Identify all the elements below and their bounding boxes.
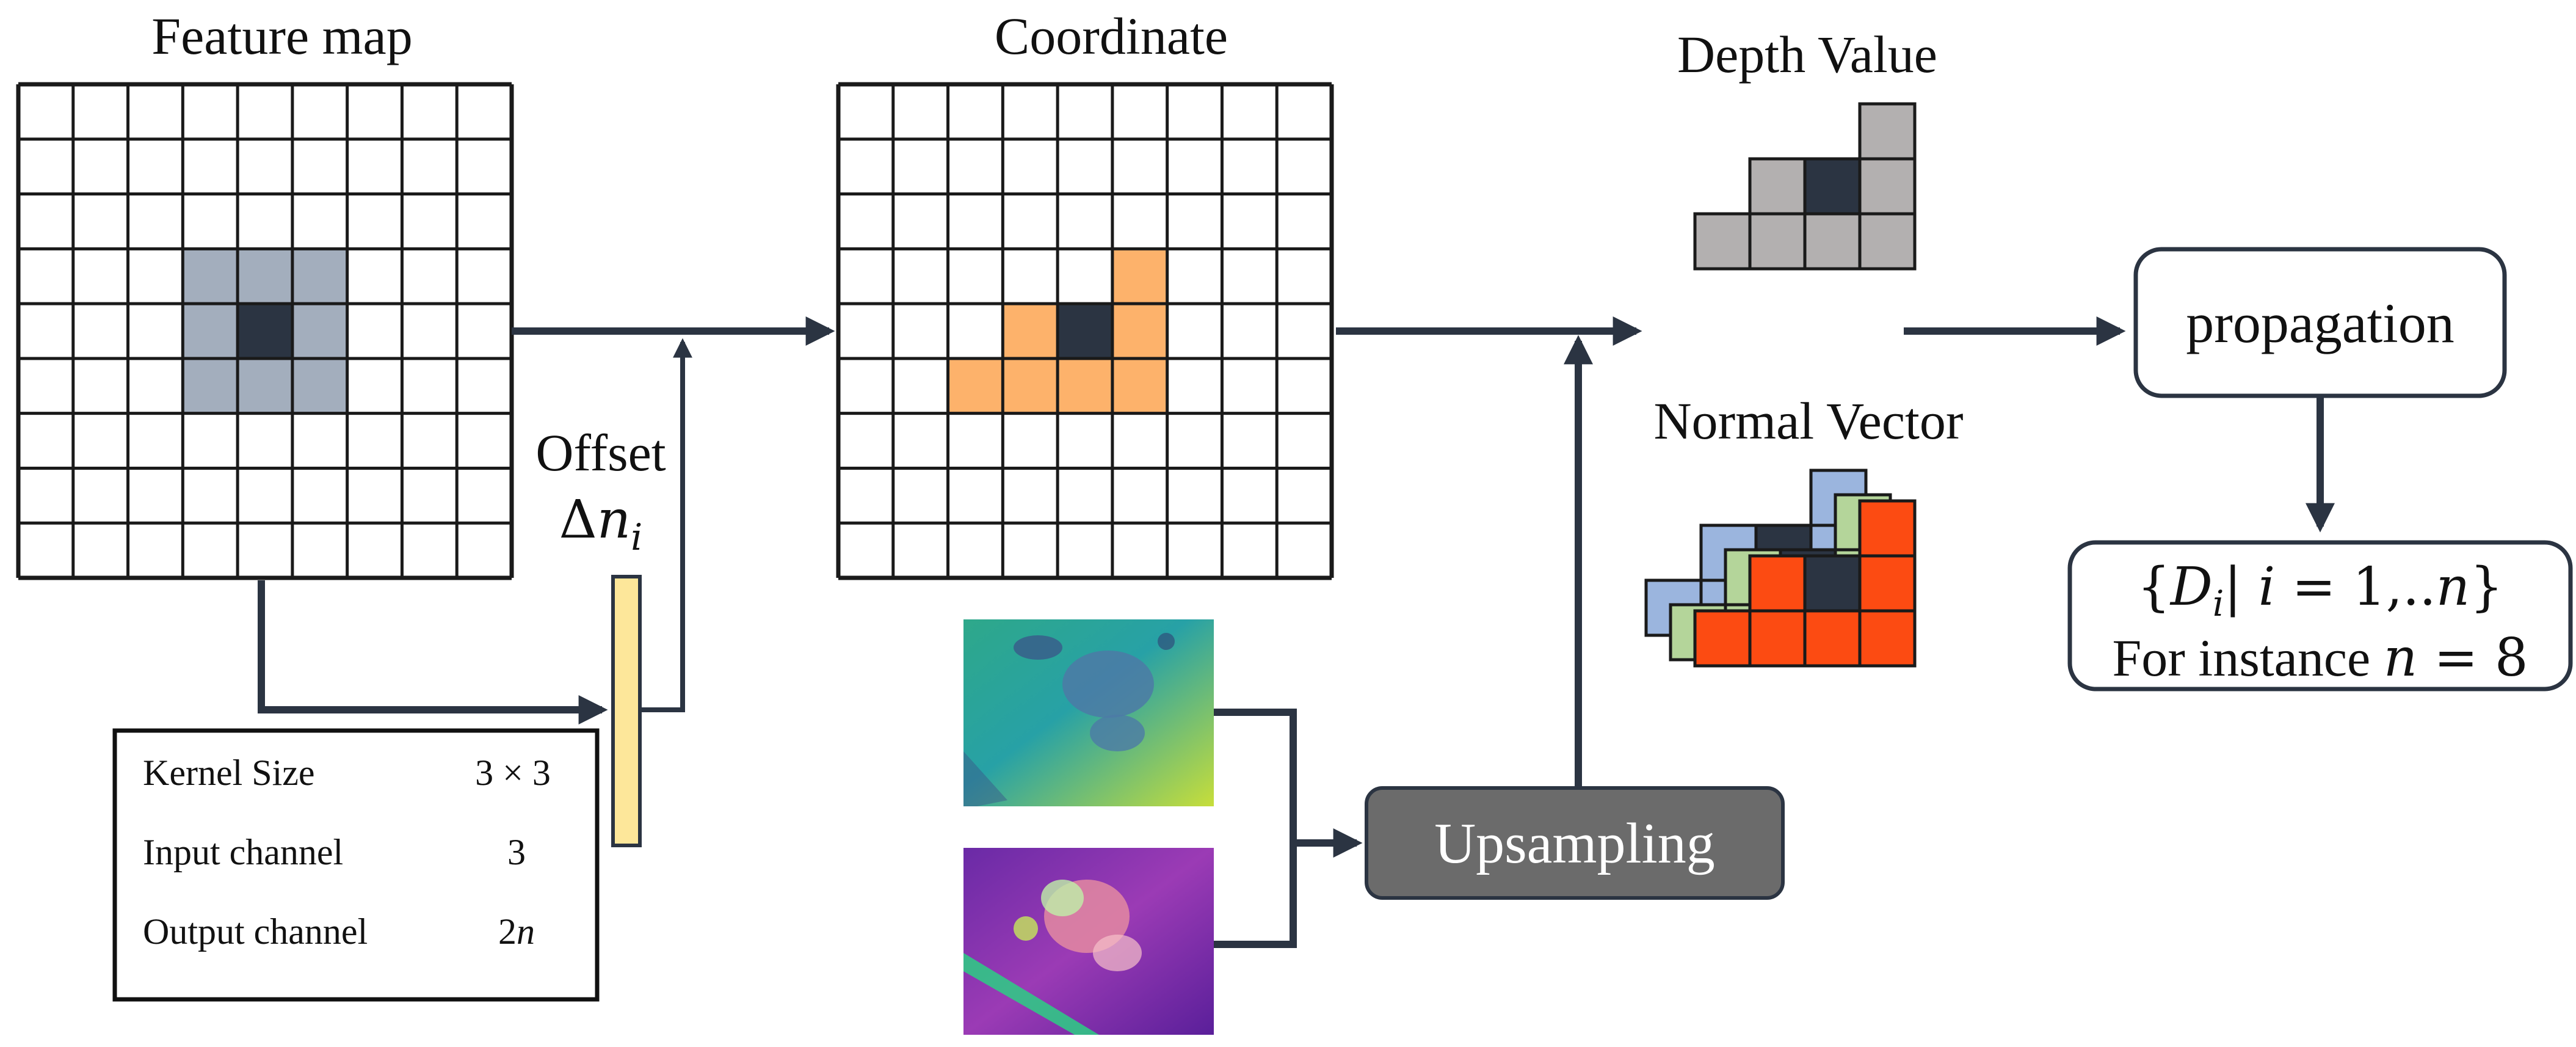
feature-map-grid <box>16 82 514 580</box>
normal-vector-title: Normal Vector <box>1653 392 1963 450</box>
offset-label: Offset <box>535 423 666 482</box>
feature-map-highlight-cell <box>238 358 292 414</box>
normal-vector-layer-red <box>1693 499 1917 668</box>
coordinate-highlight-cell <box>1003 358 1058 414</box>
coordinate-highlight-cell <box>1112 304 1167 359</box>
connector-depth-thumb <box>1214 709 1297 843</box>
coordinate-highlight-cell <box>1058 304 1112 359</box>
coordinate-highlight-cell <box>1058 358 1112 414</box>
upsampling-label: Upsampling <box>1434 812 1715 875</box>
kernel-param-table: Kernel Size 3 × 3 Input channel 3 Output… <box>112 728 600 1002</box>
output-set-formula: {Di| i = 1,..n} <box>2137 556 2503 624</box>
feature-map-highlight-cell <box>183 304 238 359</box>
feature-map-highlight-cell <box>292 358 347 414</box>
feature-map-highlight-cell <box>238 304 292 359</box>
offset-conv-bar <box>611 575 642 847</box>
kernel-size-value: 3 × 3 <box>475 753 551 793</box>
feature-map-title: Feature map <box>151 7 412 65</box>
feature-map-highlight-cell <box>292 304 347 359</box>
input-channel-value: 3 <box>507 832 526 872</box>
coordinate-grid <box>836 82 1334 580</box>
feature-map-highlight-cell <box>292 249 347 304</box>
arrow-feature-to-offset <box>258 580 608 724</box>
depth-value-title: Depth Value <box>1677 25 1937 84</box>
connector-normal-thumb <box>1214 843 1297 948</box>
feature-map-highlight-cell <box>183 249 238 304</box>
arrow-offset-to-main <box>640 338 692 712</box>
output-channel-label: Output channel <box>143 911 368 952</box>
kernel-size-label: Kernel Size <box>143 753 315 793</box>
coordinate-highlight-cell <box>1003 304 1058 359</box>
kernel-table-frame <box>112 728 600 1002</box>
coordinate-title: Coordinate <box>995 7 1228 65</box>
depth-value-cells <box>1693 102 1917 271</box>
feature-map-highlight-cell <box>238 249 292 304</box>
coordinate-highlight-cell <box>1112 249 1167 304</box>
input-channel-label: Input channel <box>143 832 343 872</box>
feature-map-highlight-cell <box>183 358 238 414</box>
coordinate-highlight-cell <box>948 358 1003 414</box>
depth-map-thumbnail <box>963 619 1214 806</box>
propagation-label: propagation <box>2186 292 2454 354</box>
coordinate-highlight-cell <box>1112 358 1167 414</box>
propagation-box <box>2133 247 2507 398</box>
output-instance-note: For instance n = 8 <box>2112 627 2528 688</box>
output-box <box>2067 540 2573 691</box>
offset-symbol: Δni <box>559 489 643 559</box>
normal-map-thumbnail <box>963 848 1214 1035</box>
output-channel-value: 2n <box>498 911 535 952</box>
